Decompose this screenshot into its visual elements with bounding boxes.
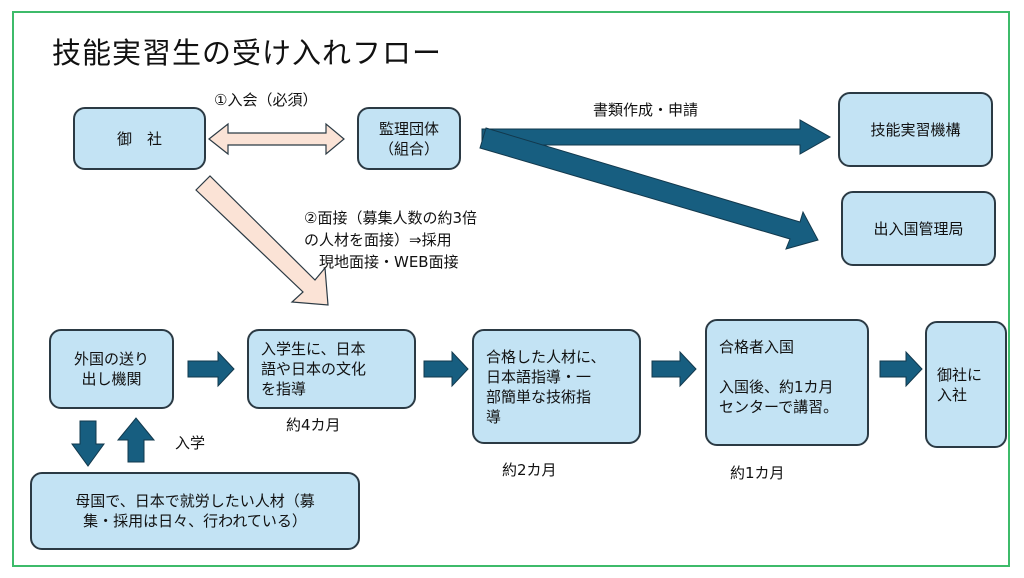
entry-box: 合格者入国 入国後、約1カ月 センターで講習。: [705, 319, 869, 446]
language-training-box: 入学生に、日本 語や日本の文化 を指導: [247, 329, 416, 409]
enroll-label: 入学: [175, 434, 206, 452]
company-box: 御 社: [73, 107, 206, 170]
join-company-box: 御社に 入社: [925, 321, 1007, 448]
duration-4-months: 約4カ月: [286, 416, 341, 434]
diagram-frame: [12, 11, 1010, 567]
immigration-bureau-box: 出入国管理局: [841, 191, 996, 266]
membership-label: ①入会（必須）: [214, 91, 318, 109]
duration-1-month: 約1カ月: [730, 464, 785, 482]
membership-double-arrow: [208, 122, 345, 156]
documents-arrow-to-immigration: [479, 127, 819, 250]
supervising-org-box: 監理団体 （組合）: [357, 107, 461, 170]
documents-label: 書類作成・申請: [593, 101, 699, 119]
technical-training-org-box: 技能実習機構: [838, 92, 993, 167]
flow-arrow-4: [879, 350, 923, 388]
passed-training-box: 合格した人材に、 日本語指導・一 部簡単な技術指 導: [472, 329, 641, 444]
flow-arrow-3: [651, 350, 697, 388]
interview-arrow: [195, 175, 329, 306]
interview-label: ②面接（募集人数の約3倍 の人材を面接）⇒採用 現地面接・WEB面接: [304, 209, 477, 271]
sending-org-box: 外国の送り 出し機関: [49, 329, 174, 409]
up-arrow: [116, 417, 156, 463]
duration-2-months: 約2カ月: [502, 461, 557, 479]
page-title: 技能実習生の受け入れフロー: [52, 36, 443, 70]
flow-arrow-1: [187, 350, 235, 388]
flow-arrow-2: [423, 350, 469, 388]
down-arrow: [71, 420, 105, 467]
home-country-box: 母国で、日本で就労したい人材（募 集・採用は日々、行われている）: [30, 472, 360, 550]
